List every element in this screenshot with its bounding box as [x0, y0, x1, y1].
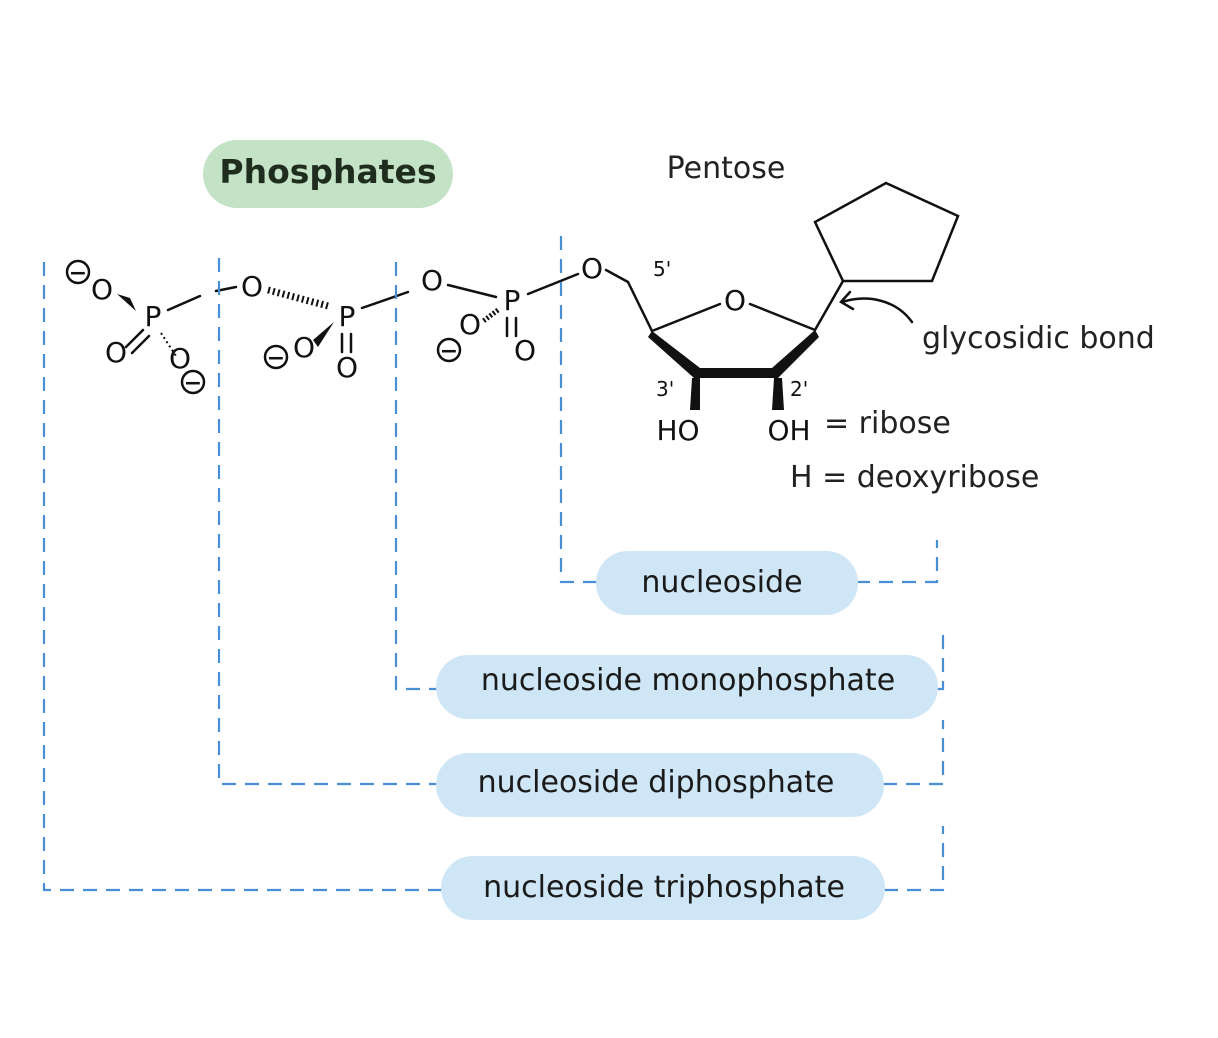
triphosphate-pill-label: nucleoside triphosphate [483, 870, 845, 905]
ring-bond [748, 302, 817, 332]
ring-oxygen: O [724, 284, 746, 317]
triphosphate-pill-bg [441, 856, 885, 920]
phosphates-pill [203, 140, 453, 208]
negative-charge-sign: − [267, 346, 285, 371]
triphosphate-bracket-left [42, 262, 442, 892]
glycosidic-bond-line [813, 279, 845, 332]
ribose-ring: O 3' 2' HO OH [648, 284, 819, 447]
deoxyribose-label: H = deoxyribose [790, 460, 1039, 495]
negative-charge-sign: − [69, 261, 87, 286]
double-bond-a [124, 328, 145, 349]
o-p-bond [446, 283, 498, 299]
p-o-bond [360, 290, 410, 310]
oxygen-atom: O [514, 334, 536, 367]
nucleoside-pill: nucleoside [596, 551, 858, 615]
hashed-bond [267, 286, 329, 310]
diphosphate-bracket-left [217, 258, 437, 786]
p-o-bond [526, 272, 580, 296]
bridging-oxygen: O [421, 264, 443, 297]
negative-charge-sign: − [184, 371, 202, 396]
phosphates-label: Phosphates [219, 152, 436, 191]
position-3prime: 3' [656, 377, 674, 401]
oxygen-atom: O [105, 336, 127, 369]
ribose-label: = ribose [824, 406, 951, 441]
c5-c4-bond [626, 280, 654, 333]
phosphate-3: P O O − [436, 272, 580, 367]
negative-charge-circle [436, 337, 462, 363]
wedge-bond [313, 322, 334, 347]
pentose-label: Pentose [667, 151, 786, 186]
phosphorus-atom: P [339, 300, 356, 333]
glycosidic-bond-label: glycosidic bond [922, 321, 1155, 356]
oxygen-atom: O [336, 351, 358, 384]
glycosidic-bond-arrow [840, 297, 914, 324]
nucleoside-diphosphate-pill: nucleoside diphosphate [436, 753, 884, 817]
negative-charge-sign: − [440, 339, 458, 364]
wedge-3-oh [690, 378, 700, 410]
double-bond-b [130, 334, 151, 355]
negative-charge-circle [263, 344, 289, 370]
diphosphate-pill-label: nucleoside diphosphate [478, 765, 835, 800]
ring-wedge-right [772, 330, 819, 378]
oxygen-atom: O [169, 342, 191, 375]
negative-charge-circle [65, 259, 91, 285]
ring-bond [650, 302, 722, 333]
c5-bond [604, 268, 630, 284]
position-2prime: 2' [790, 377, 808, 401]
diphosphate-pill-bg [436, 753, 884, 817]
base-ring [813, 181, 960, 283]
nucleoside-pill-label: nucleoside [641, 565, 802, 600]
bridging-oxygen: O [241, 270, 263, 303]
p-o-bond [166, 294, 202, 312]
phosphate-1: − O P O O − [65, 259, 206, 396]
hydroxyl-2prime: OH [767, 414, 810, 447]
hydroxyl-3prime: HO [656, 414, 699, 447]
diphosphate-bracket-right [883, 720, 945, 786]
oxygen-atom: O [91, 273, 113, 306]
nucleoside-pill-bg [596, 551, 858, 615]
phosphorus-atom: P [145, 300, 162, 333]
glycosidic-bond-arrowhead [839, 290, 855, 311]
monophosphate-pill-label: nucleoside monophosphate [481, 663, 895, 698]
monophosphate-pill-bg [436, 655, 938, 719]
position-5prime: 5' [653, 257, 671, 281]
hashed-bond [480, 308, 500, 324]
nucleoside-bracket-right [856, 540, 939, 584]
phosphate-2: P O O − [263, 290, 410, 384]
triphosphate-bracket-right [884, 826, 945, 892]
nucleoside-monophosphate-pill: nucleoside monophosphate [436, 655, 938, 719]
oxygen-atom: O [459, 308, 481, 341]
negative-charge-circle [180, 369, 206, 395]
wedge-bond [117, 294, 136, 311]
phosphorus-atom: P [504, 284, 521, 317]
phosphates-label-group: Phosphates [203, 140, 453, 208]
bracket-lines [42, 236, 945, 892]
nucleoside-bracket-left [559, 236, 598, 584]
monophosphate-bracket-left [394, 262, 437, 691]
oxygen-5prime: O [581, 252, 603, 285]
oxygen-atom: O [293, 331, 315, 364]
wedge-2-oh [772, 378, 784, 410]
nucleoside-triphosphate-pill: nucleoside triphosphate [441, 856, 885, 920]
monophosphate-bracket-right [937, 628, 945, 691]
ring-wedge-left [648, 331, 700, 378]
